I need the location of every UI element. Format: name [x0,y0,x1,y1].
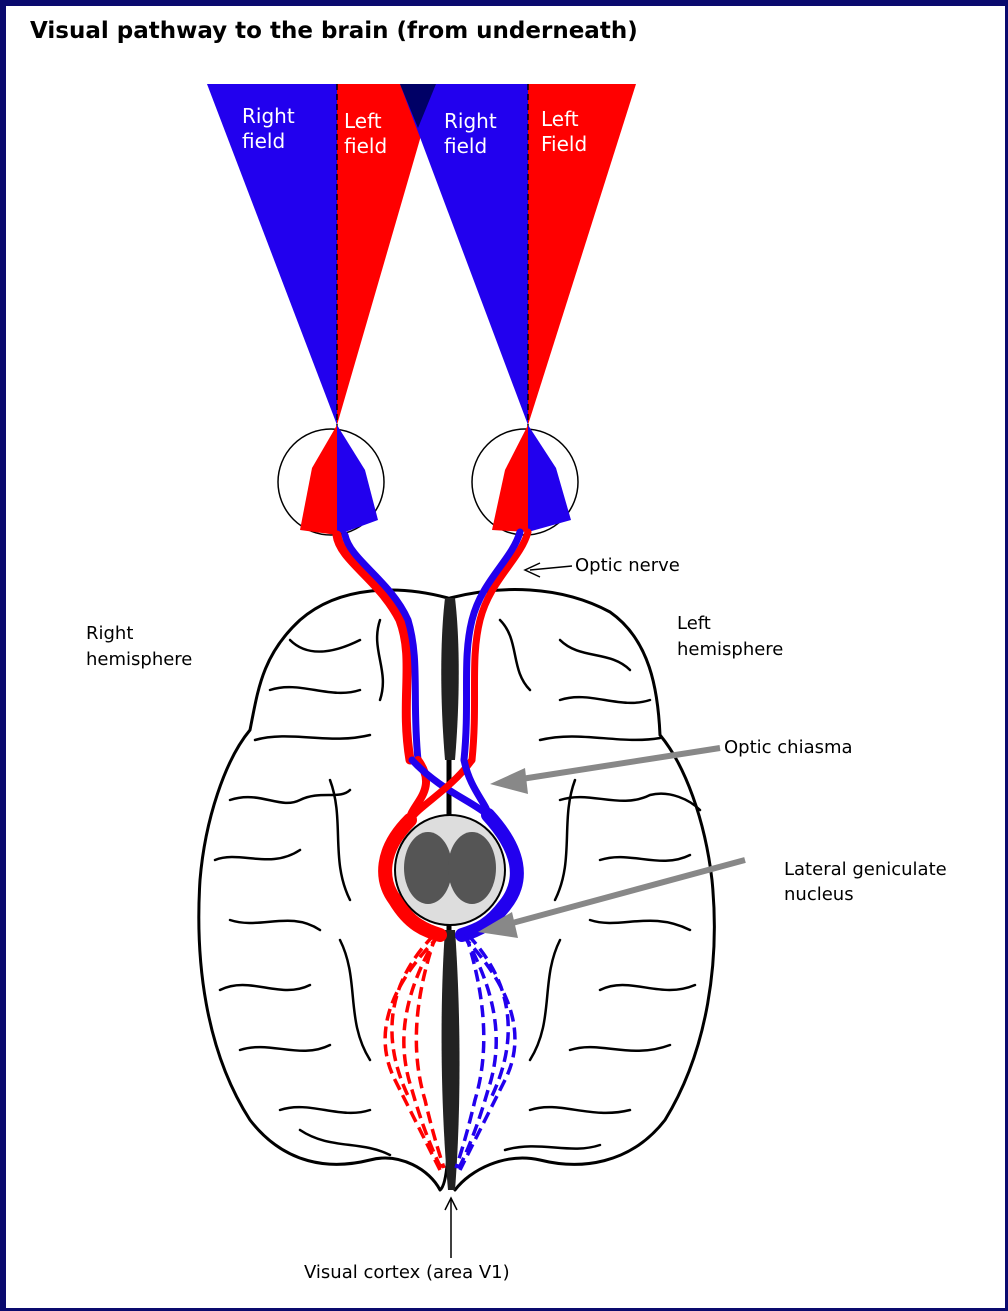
left-eye-left-field-label-1: Left [541,107,579,131]
left-hemisphere-label-2: hemisphere [677,639,783,660]
right-hemisphere-label-2: hemisphere [86,649,192,670]
visual-cortex-label: Visual cortex (area V1) [304,1262,510,1283]
left-eye-left-field-label-2: Field [541,132,587,156]
left-eye-right-field-label-1: Right [444,109,497,133]
optic-chiasma-label: Optic chiasma [724,737,853,758]
lgn-label-2: nucleus [784,884,854,905]
right-eye-right-field-label-2: field [242,129,285,153]
right-hemisphere-label-1: Right [86,623,133,644]
right-eye-left-field-label-2: field [344,134,387,158]
left-hemisphere-label-1: Left [677,613,711,634]
left-eye-right-field-label-2: field [444,134,487,158]
left-eye [472,425,578,535]
right-eye-right-field-label-1: Right [242,104,295,128]
optic-nerve-label: Optic nerve [575,555,680,576]
lgn-label-1: Lateral geniculate [784,859,947,880]
right-eye-left-field-label-1: Left [344,109,382,133]
right-eye [278,425,384,535]
